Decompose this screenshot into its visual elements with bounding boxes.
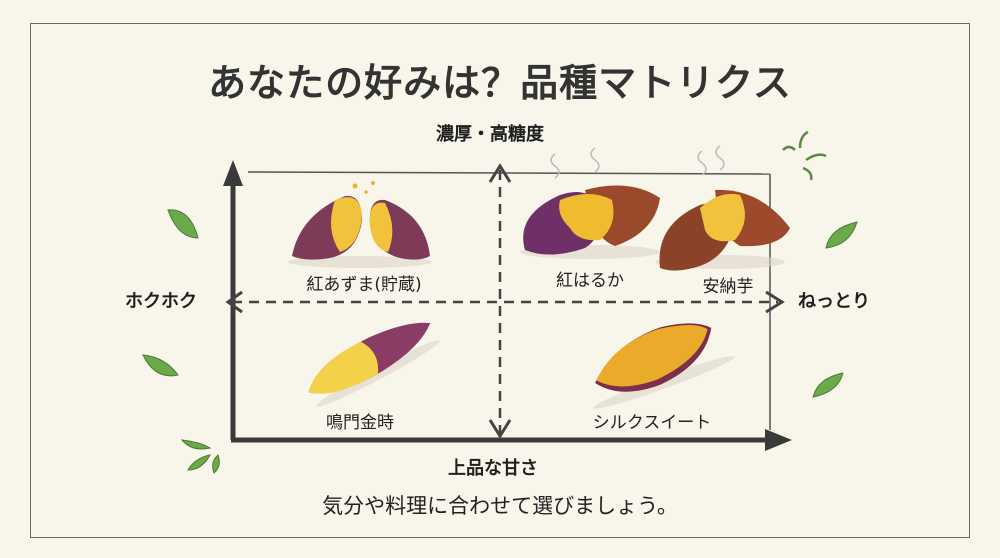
x-axis-arrowhead bbox=[765, 429, 792, 451]
y-axis-arrowhead bbox=[223, 160, 243, 186]
variety-label-silksweet: シルクスイート bbox=[592, 413, 712, 433]
page-title: あなたの好みは？品種マトリクス bbox=[208, 61, 792, 105]
variety-label-beniazuma: 紅あずま(貯蔵) bbox=[306, 275, 422, 295]
axis-label-bottom: 上品な甘さ bbox=[448, 458, 538, 479]
outer-frame bbox=[30, 23, 970, 538]
variety-label-annoimo: 安納芋 bbox=[702, 277, 754, 297]
variety-label-beniharuka: 紅はるか bbox=[556, 271, 624, 291]
leaf-decorations bbox=[142, 130, 858, 474]
silksweet-illustration bbox=[593, 323, 735, 409]
annoimo-illustration bbox=[655, 145, 790, 271]
variety-label-narutokintoki: 鳴門金時 bbox=[326, 413, 394, 433]
axis-label-left: ホクホク bbox=[125, 291, 197, 312]
axis-label-top: 濃厚・高糖度 bbox=[436, 124, 544, 145]
beniharuka-illustration bbox=[520, 147, 660, 259]
narutokintoki-illustration bbox=[308, 322, 440, 407]
footer-caption: 気分や料理に合わせて選びましょう。 bbox=[322, 494, 678, 518]
axis-label-right: ねっとり bbox=[798, 291, 870, 312]
beniazuma-illustration bbox=[288, 181, 432, 268]
